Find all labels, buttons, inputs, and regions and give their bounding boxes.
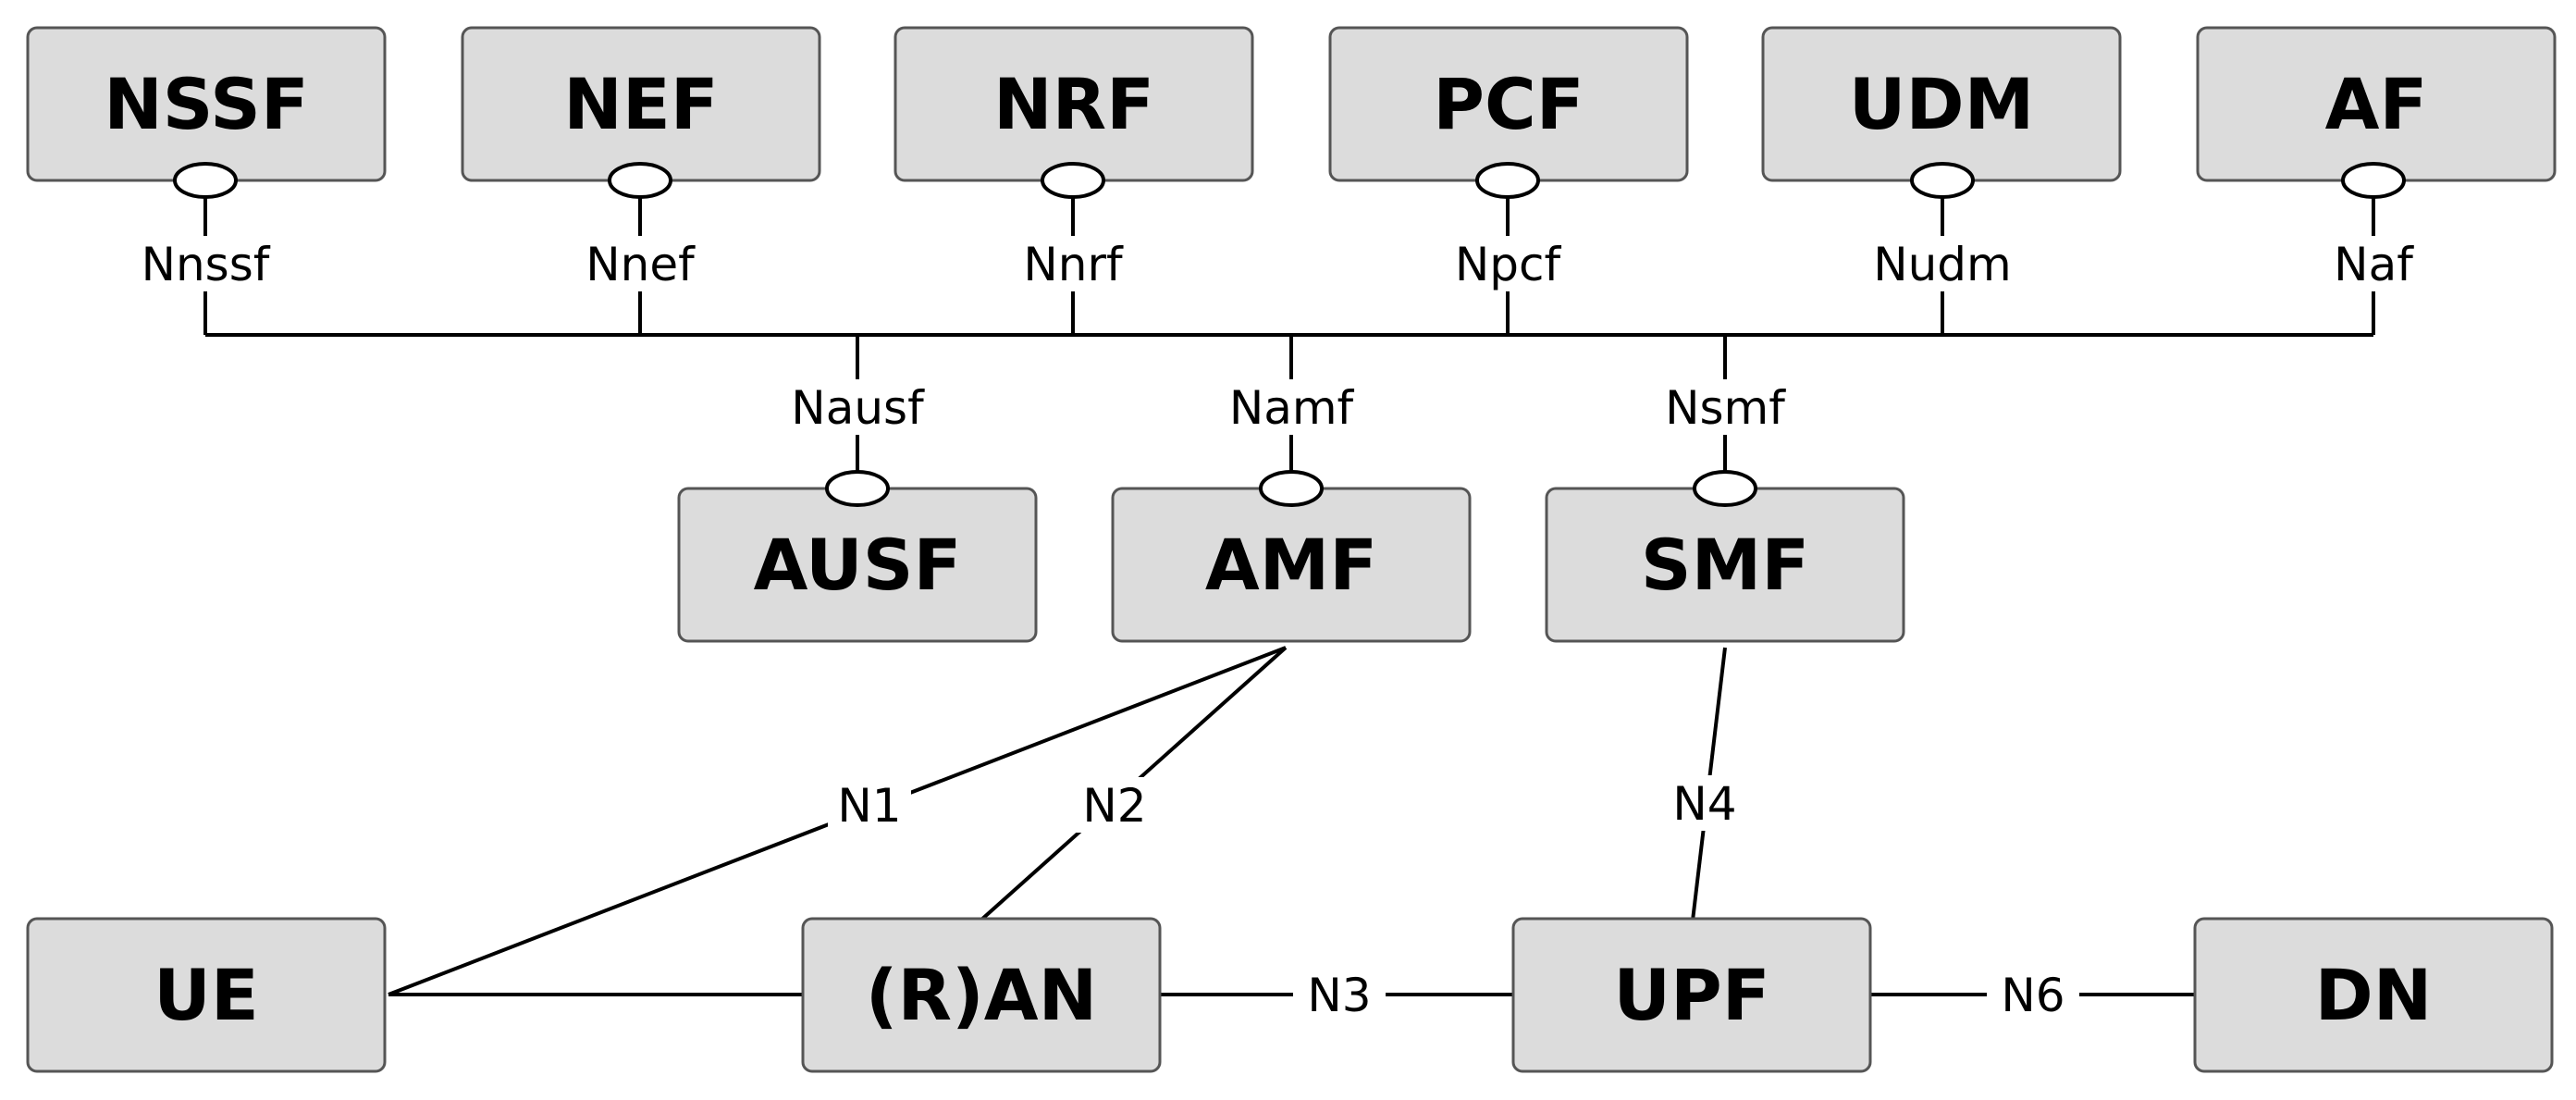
ausf-node: AUSF bbox=[677, 487, 1038, 643]
upf-label: UPF bbox=[1613, 954, 1769, 1036]
udm-interface-oval bbox=[1910, 162, 1975, 199]
nssf-label: NSSF bbox=[104, 63, 309, 145]
n3-label: N3 bbox=[1307, 969, 1371, 1022]
nssf-node: NSSF bbox=[26, 26, 387, 182]
upf-node: UPF bbox=[1511, 917, 1872, 1073]
nrf-label: NRF bbox=[993, 63, 1154, 145]
smf-label: SMF bbox=[1641, 524, 1809, 606]
nnef-label: Nnef bbox=[585, 238, 696, 291]
ran-label: (R)AN bbox=[866, 954, 1097, 1036]
nnrf-label: Nnrf bbox=[1023, 238, 1124, 291]
namf-label: Namf bbox=[1229, 381, 1355, 435]
nrf-interface-oval bbox=[1041, 162, 1105, 199]
af-node: AF bbox=[2196, 26, 2557, 182]
n2-label: N2 bbox=[1082, 779, 1146, 833]
ue-node: UE bbox=[26, 917, 387, 1073]
nef-interface-oval bbox=[608, 162, 672, 199]
dn-node: DN bbox=[2193, 917, 2554, 1073]
amf-interface-oval bbox=[1259, 470, 1324, 507]
nnssf-label: Nnssf bbox=[142, 238, 271, 291]
amf-label: AMF bbox=[1205, 524, 1377, 606]
af-label: AF bbox=[2325, 63, 2428, 145]
ue-label: UE bbox=[154, 954, 259, 1036]
amf-node: AMF bbox=[1111, 487, 1472, 643]
pcf-label: PCF bbox=[1433, 63, 1584, 145]
udm-label: UDM bbox=[1849, 63, 2034, 145]
pcf-interface-oval bbox=[1475, 162, 1540, 199]
dn-label: DN bbox=[2315, 954, 2433, 1036]
n1-label: N1 bbox=[837, 779, 901, 833]
nsmf-label: Nsmf bbox=[1665, 381, 1786, 435]
ausf-interface-oval bbox=[825, 470, 890, 507]
npcf-label: Npcf bbox=[1455, 238, 1562, 291]
nef-label: NEF bbox=[563, 63, 718, 145]
n4-label: N4 bbox=[1672, 777, 1736, 831]
nudm-label: Nudm bbox=[1873, 238, 2012, 291]
pcf-node: PCF bbox=[1328, 26, 1689, 182]
af-interface-oval bbox=[2341, 162, 2406, 199]
nssf-interface-oval bbox=[173, 162, 238, 199]
udm-node: UDM bbox=[1761, 26, 2122, 182]
ausf-label: AUSF bbox=[754, 524, 962, 606]
nausf-label: Nausf bbox=[791, 381, 925, 435]
smf-interface-oval bbox=[1693, 470, 1757, 507]
ran-node: (R)AN bbox=[801, 917, 1162, 1073]
nrf-node: NRF bbox=[894, 26, 1254, 182]
naf-label: Naf bbox=[2334, 238, 2414, 291]
smf-node: SMF bbox=[1545, 487, 1905, 643]
nef-node: NEF bbox=[461, 26, 821, 182]
n6-label: N6 bbox=[2001, 969, 2064, 1022]
